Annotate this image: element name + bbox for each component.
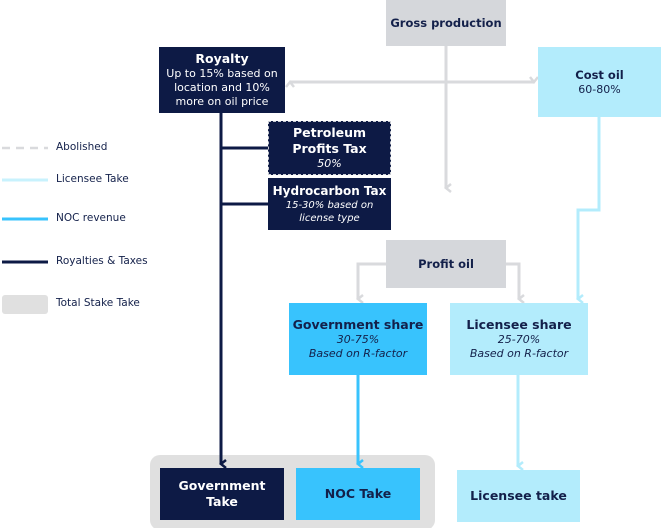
profit-to-gov-share-arrow: [355, 262, 386, 304]
cost-oil-detail: 60-80%: [578, 83, 621, 96]
petroleum-profits-tax-box: Petroleum Profits Tax 50%: [268, 121, 391, 175]
lic-share-basis: Based on R-factor: [469, 347, 569, 360]
gov-share-range: 30-75%: [336, 333, 380, 346]
noc-take-title: NOC Take: [324, 486, 392, 501]
hydrocarbon-tax-box: Hydrocarbon Tax 15-30% based on license …: [268, 178, 391, 230]
legend-licensee-take: Licensee Take: [56, 173, 129, 185]
royalty-box: Royalty Up to 15% based on location and …: [159, 47, 285, 113]
gov-take-title: Government Take: [178, 478, 266, 509]
royalty-detail: Up to 15% based on location and 10% more…: [166, 67, 278, 108]
legend-abolished: Abolished: [56, 141, 108, 153]
ppt-title: Petroleum Profits Tax: [292, 125, 367, 156]
profit-to-lic-share-arrow: [506, 262, 525, 304]
government-share-box: Government share 30-75% Based on R-facto…: [289, 303, 427, 375]
gov-share-basis: Based on R-factor: [308, 347, 408, 360]
licensee-take-box: Licensee take: [457, 470, 580, 522]
cost-oil-box: Cost oil 60-80%: [538, 47, 661, 117]
profit-oil-title: Profit oil: [418, 257, 474, 271]
costoil-to-lic-share-arrow: [575, 117, 601, 304]
hct-detail: 15-30% based on license type: [285, 200, 374, 224]
lic-share-range: 25-70%: [497, 333, 541, 346]
gross-production-box: Gross production: [386, 0, 506, 46]
licensee-share-box: Licensee share 25-70% Based on R-factor: [450, 303, 588, 375]
hct-title: Hydrocarbon Tax: [272, 184, 387, 198]
gov-share-title: Government share: [292, 317, 424, 332]
noc-take-box: NOC Take: [296, 468, 420, 520]
royalty-title: Royalty: [195, 51, 249, 66]
cost-oil-title: Cost oil: [575, 68, 624, 82]
government-take-box: Government Take: [160, 468, 284, 520]
lic-share-title: Licensee share: [466, 317, 572, 332]
legend-noc-revenue: NOC revenue: [56, 212, 126, 224]
legend-stake-swatch: [2, 295, 48, 314]
profit-oil-box: Profit oil: [386, 240, 506, 288]
lic-take-title: Licensee take: [470, 488, 567, 503]
gross-title: Gross production: [390, 16, 502, 30]
legend-total-stake-take: Total Stake Take: [56, 297, 140, 309]
legend-royalties-taxes: Royalties & Taxes: [56, 255, 148, 267]
ppt-detail: 50%: [317, 157, 342, 170]
